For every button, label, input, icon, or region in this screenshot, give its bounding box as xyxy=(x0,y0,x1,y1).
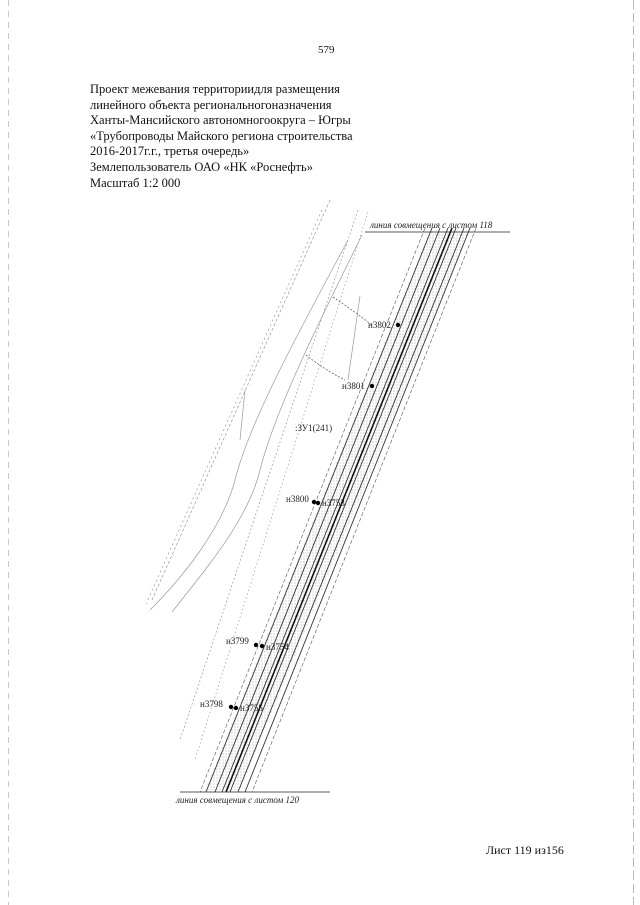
point-label: н3798 xyxy=(200,699,223,709)
survey-points xyxy=(228,322,401,711)
bottom-joining-label: линия совмещения с листом 120 xyxy=(175,795,299,805)
point-label: н3753 xyxy=(322,498,345,508)
pipeline-corridor xyxy=(199,227,477,793)
parcel-label: :ЗУ1(241) xyxy=(295,423,332,433)
point-label: н3801 xyxy=(342,381,365,391)
top-joining-label: линия совмещения с листом 118 xyxy=(369,220,493,230)
parcel-boundaries xyxy=(305,295,373,381)
scale-line: Масштаб 1:2 000 xyxy=(90,175,181,190)
header-line: Землепользователь ОАО «НК «Роснефть» xyxy=(90,159,313,174)
page-number: 579 xyxy=(318,44,335,56)
point-label: н3800 xyxy=(286,494,309,504)
sheet-number: Лист 119 из156 xyxy=(486,843,564,857)
point-marker xyxy=(228,704,234,710)
header-line: линейного объекта региональногоназначени… xyxy=(90,97,332,112)
point-marker xyxy=(253,642,259,648)
header-line: 2016-2017г.г., третья очередь» xyxy=(90,144,250,159)
point-marker xyxy=(311,499,317,505)
header-line: Ханты-Мансийского автономногоокруга – Юг… xyxy=(90,113,351,128)
point-marker xyxy=(233,705,239,711)
terrain-lines xyxy=(145,199,369,761)
point-marker xyxy=(395,322,401,328)
point-marker xyxy=(315,500,321,506)
scan-edge-right xyxy=(633,0,634,905)
point-label: н3799 xyxy=(226,636,249,646)
point-label: н3754 xyxy=(266,642,289,652)
scan-edge-left xyxy=(8,0,9,905)
point-label: н3755 xyxy=(240,703,263,713)
point-marker xyxy=(259,643,265,649)
header-line: «Трубопроводы Майского региона строитель… xyxy=(90,128,353,143)
joining-lines xyxy=(180,231,510,793)
point-marker xyxy=(369,383,375,389)
header-line: Проект межевания территориидля размещени… xyxy=(90,82,340,96)
point-label: н3802 xyxy=(368,320,391,330)
document-header: Проект межевания территориидля размещени… xyxy=(90,82,390,191)
